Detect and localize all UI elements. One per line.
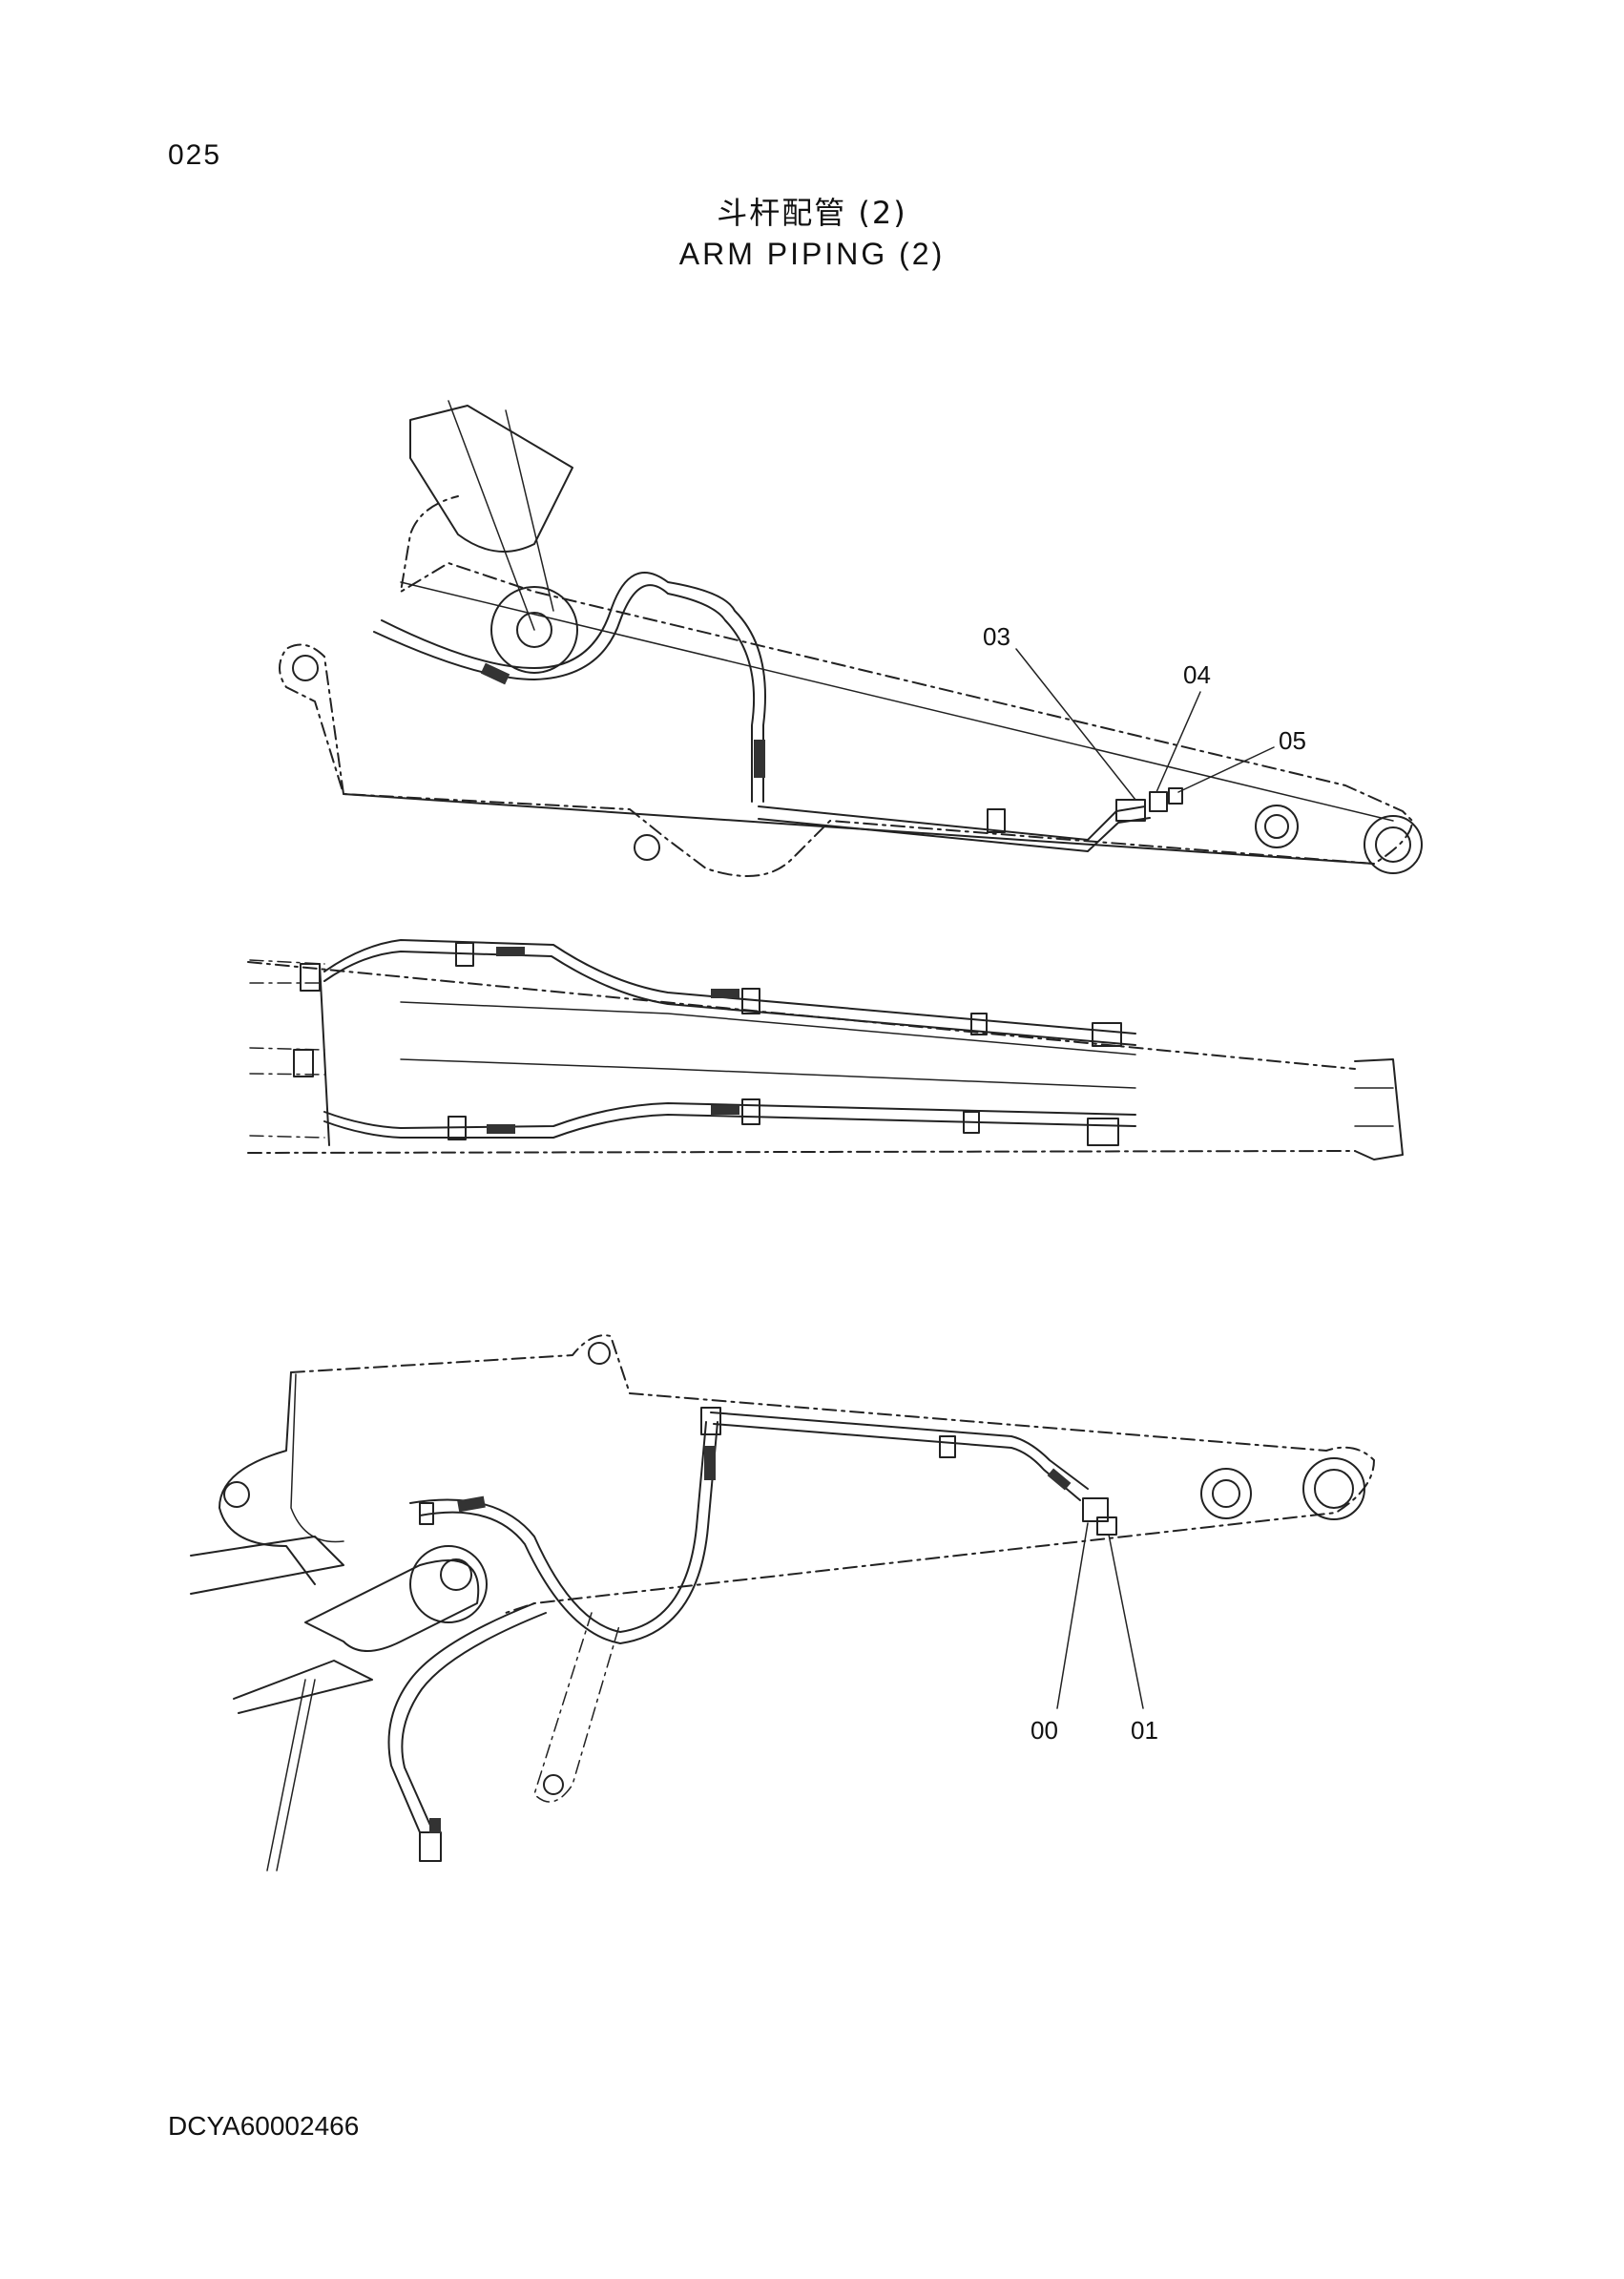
plan-hose-fitting xyxy=(711,1105,739,1115)
callout-01: 01 xyxy=(1131,1716,1158,1745)
pin-hole xyxy=(1212,1479,1240,1508)
hose-fitting xyxy=(429,1818,441,1833)
pin-hole xyxy=(223,1481,250,1508)
plan-fitting xyxy=(741,1098,760,1125)
pin-hole xyxy=(292,655,319,681)
tube-plan-lower-2 xyxy=(323,1102,1136,1129)
bracket-boss xyxy=(490,586,578,674)
leader-00 xyxy=(1056,1522,1089,1709)
plan-hose-fitting xyxy=(711,989,739,998)
hose-fitting xyxy=(1047,1468,1072,1491)
arm-outline-top xyxy=(279,495,1413,877)
bracket-bottom xyxy=(304,1559,480,1652)
arm-plan-edge xyxy=(247,1150,1356,1154)
pin-hole xyxy=(1264,814,1289,839)
plan-root-fitting xyxy=(293,1049,314,1077)
hose-end xyxy=(419,1502,434,1525)
plan-fitting xyxy=(455,942,474,967)
leader-05 xyxy=(1177,746,1275,793)
plan-fitting xyxy=(1087,1118,1119,1146)
page-number: 025 xyxy=(168,139,222,171)
side-view-bottom: 00 01 xyxy=(190,1334,1375,1871)
leader-03 xyxy=(1015,648,1136,801)
linkage xyxy=(233,1660,373,1714)
title-chinese: 斗杆配管 (2) xyxy=(717,195,907,231)
plan-fitting xyxy=(1092,1022,1122,1047)
pin-hole xyxy=(1314,1469,1354,1509)
callout-00: 00 xyxy=(1031,1716,1058,1745)
title-english: ARM PIPING (2) xyxy=(678,237,946,271)
plan-fitting xyxy=(448,1116,467,1140)
plan-root-fitting xyxy=(300,963,321,992)
arm-plan-root xyxy=(319,963,330,1146)
callout-05: 05 xyxy=(1279,726,1306,755)
pin-hole xyxy=(588,1342,611,1365)
plan-hose-fitting xyxy=(496,947,525,956)
callout-04: 04 xyxy=(1183,660,1211,689)
arm-outline-bottom xyxy=(290,1334,1375,1614)
tube-top xyxy=(758,805,1146,841)
tube-plan-upper xyxy=(323,939,1136,1035)
plan-hose-fitting xyxy=(487,1124,515,1134)
tube-plan-upper-2 xyxy=(323,951,1136,1046)
tube-bottom xyxy=(710,1411,1089,1490)
leader-01 xyxy=(1108,1534,1144,1709)
pin-boss xyxy=(1364,815,1423,874)
hose-down xyxy=(387,1602,535,1833)
side-view-top: 03 04 05 xyxy=(279,400,1423,877)
tube-elbow xyxy=(700,1407,721,1435)
pin-boss xyxy=(1200,1468,1252,1519)
hose-fitting xyxy=(480,662,510,685)
callout-03: 03 xyxy=(983,622,1010,651)
plan-clamp xyxy=(970,1013,988,1035)
cylinder-bracket xyxy=(409,405,573,553)
plan-fitting xyxy=(741,988,760,1014)
pin-boss xyxy=(1302,1457,1365,1520)
fitting-03 xyxy=(1115,799,1146,822)
fitting-00 xyxy=(1082,1497,1109,1522)
bracket-boss xyxy=(409,1545,488,1623)
tube-plan-lower xyxy=(323,1114,1136,1139)
pin-hole xyxy=(634,834,660,861)
hose-fitting xyxy=(754,740,765,778)
tube-clamp xyxy=(987,808,1006,833)
fitting-05 xyxy=(1168,787,1183,805)
bracket-pin xyxy=(440,1558,472,1591)
hose-fitting xyxy=(704,1446,716,1480)
plan-clamp xyxy=(963,1111,980,1134)
document-code: DCYA60002466 xyxy=(168,2111,360,2141)
plan-view-middle xyxy=(247,939,1404,1160)
fitting-04 xyxy=(1149,791,1168,812)
bracket-pin xyxy=(516,612,552,648)
arm-upper-edge xyxy=(400,581,1394,822)
hose-fitting xyxy=(457,1495,486,1513)
hose-loop-bottom-inner xyxy=(419,1421,718,1644)
linkage xyxy=(190,1536,344,1595)
pin-hole xyxy=(543,1774,564,1795)
arm-plan-end xyxy=(1354,1058,1404,1160)
pin-boss xyxy=(1255,805,1299,848)
hose-loop-top-inner xyxy=(373,584,755,803)
arm-root-bottom xyxy=(219,1371,316,1585)
hose-loop-top xyxy=(381,572,766,803)
pin-hole xyxy=(1375,826,1411,863)
tube-clamp xyxy=(939,1435,956,1458)
fitting-01 xyxy=(1096,1516,1117,1536)
leader-04 xyxy=(1156,691,1201,793)
hose-end-fitting xyxy=(419,1831,442,1862)
hose-loop-bottom xyxy=(409,1421,707,1633)
